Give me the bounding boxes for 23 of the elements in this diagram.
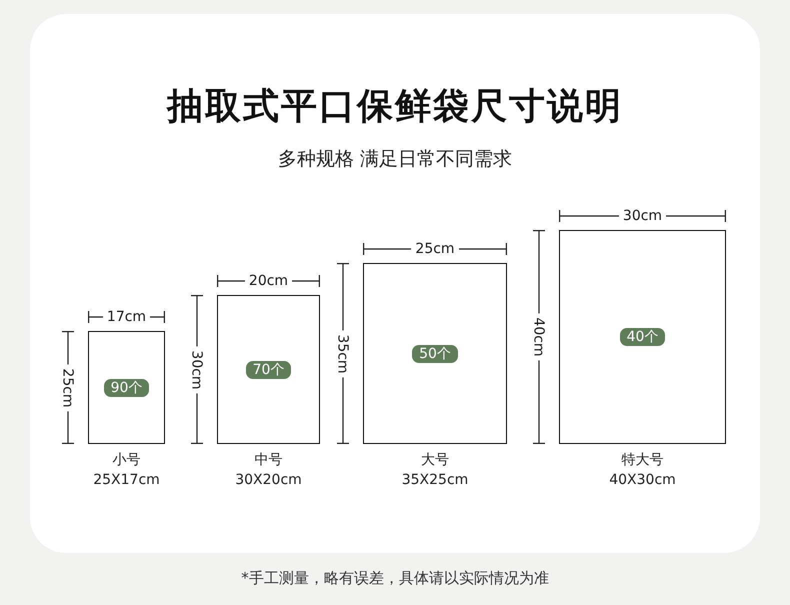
footnote: *手工测量，略有误差，具体请以实际情况为准 <box>240 569 550 588</box>
dimension-label: 35cm <box>335 330 351 378</box>
bag-outline <box>88 331 165 444</box>
bag-outline <box>217 295 320 444</box>
size-dimensions: 35X25cm <box>400 471 470 490</box>
bag-outline <box>363 263 507 444</box>
count-badge: 90个 <box>104 378 150 396</box>
size-name: 小号 <box>112 451 142 470</box>
subtitle: 多种规格 满足日常不同需求 <box>276 147 514 172</box>
count-badge: 50个 <box>412 344 458 362</box>
count-badge: 70个 <box>246 360 292 378</box>
size-dimensions: 25X17cm <box>92 471 161 490</box>
dimension-label: 25cm <box>60 364 76 412</box>
size-name: 中号 <box>254 451 284 470</box>
size-dimensions: 30X20cm <box>234 471 303 490</box>
size-name: 大号 <box>420 451 450 470</box>
dimension-label: 30cm <box>189 346 205 394</box>
bag-outline <box>559 230 726 444</box>
title: 抽取式平口保鲜袋尺寸说明 <box>165 85 624 129</box>
dimension-label: 40cm <box>531 313 547 361</box>
count-badge: 40个 <box>620 328 666 346</box>
size-dimensions: 40X30cm <box>608 471 677 490</box>
size-name: 特大号 <box>620 451 664 470</box>
